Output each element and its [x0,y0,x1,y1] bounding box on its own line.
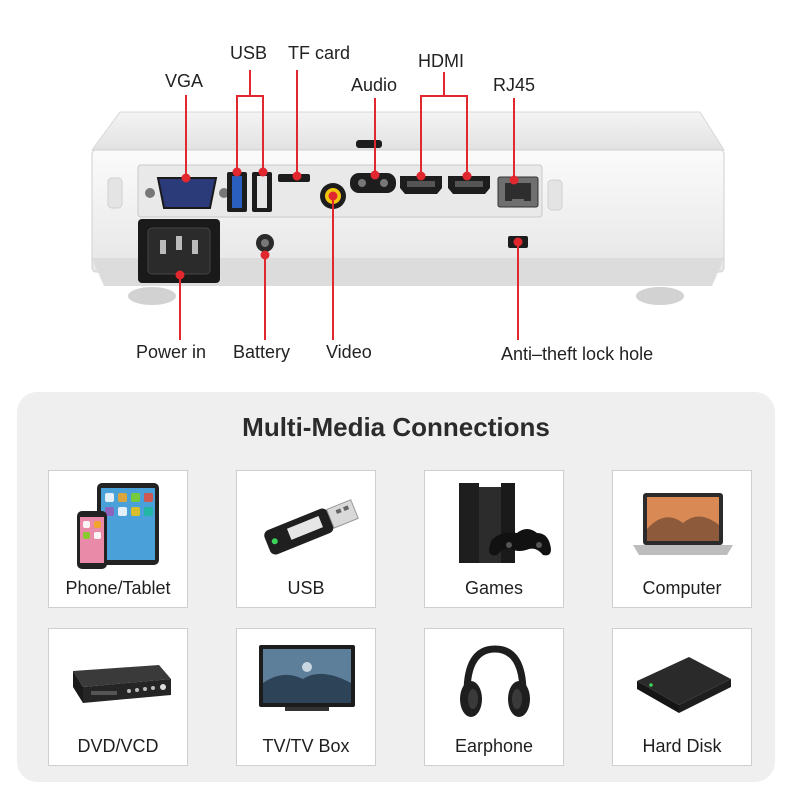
projector-ports-diagram: VGA USB TF card Audio HDMI RJ45 Power in… [0,0,800,380]
rj45-port [497,176,539,208]
label-rj45: RJ45 [493,75,536,95]
game-console-icon [459,483,551,563]
usb2-port [252,172,272,212]
right-foot [636,287,684,305]
device-label: Computer [642,578,722,598]
label-anti-theft-lock-hole: Anti–theft lock hole [501,344,654,364]
device-label: Hard Disk [642,736,722,756]
multimedia-connections-panel: Multi-Media Connections Phone/Tablet [17,392,775,782]
label-tf-card: TF card [288,43,351,63]
device-label: TV/TV Box [262,736,350,756]
usb-stick-icon [264,499,359,555]
label-audio: Audio [351,75,398,95]
label-battery: Battery [233,342,291,362]
label-vga: VGA [165,71,204,91]
phone-tablet-icon [77,483,159,569]
hard-disk-icon [637,657,731,713]
battery-holder [256,234,274,252]
projector-illustration [91,70,725,340]
device-label: Earphone [454,736,534,756]
usb3-port [227,172,247,212]
laptop-icon [633,493,733,555]
power-inlet [138,219,220,283]
headphones-icon [460,645,530,717]
device-card-hard-disk: Hard Disk [612,628,752,766]
hdmi-port-1 [400,176,442,194]
label-usb: USB [230,43,268,63]
device-card-tv-box: TV/TV Box [236,628,376,766]
dvd-player-icon [73,665,171,703]
label-power-in: Power in [136,342,207,362]
tv-icon [259,645,355,711]
device-card-games: Games [424,470,564,608]
device-label: Games [464,578,524,598]
device-card-computer: Computer [612,470,752,608]
device-card-phone-tablet: Phone/Tablet [48,470,188,608]
device-card-dvd-vcd: DVD/VCD [48,628,188,766]
left-foot [128,287,176,305]
device-label: Phone/Tablet [65,578,171,598]
label-hdmi: HDMI [418,51,464,71]
device-card-earphone: Earphone [424,628,564,766]
device-card-usb: USB [236,470,376,608]
hdmi-port-2 [448,176,490,194]
panel-title: Multi-Media Connections [242,412,550,442]
label-video: Video [326,342,372,362]
vga-port [145,177,229,209]
device-label: USB [287,578,325,598]
device-label: DVD/VCD [77,736,159,756]
